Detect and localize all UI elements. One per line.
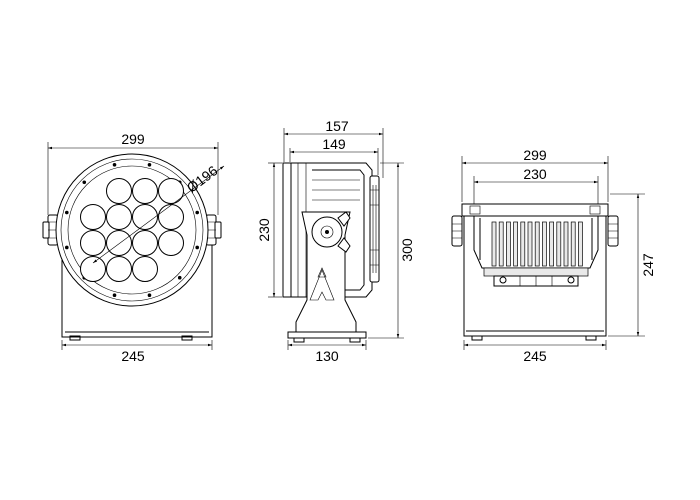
- rear-width-top-label: 299: [523, 147, 547, 163]
- rear-inner-dimension: 230: [473, 166, 599, 204]
- heatsink-fin: [549, 221, 554, 267]
- heatsink-fin: [563, 221, 569, 267]
- side-body-height-label: 230: [256, 218, 272, 242]
- rear-view: 299 230 245 247: [451, 147, 656, 364]
- led-lens: [106, 204, 132, 230]
- bezel-bolt: [195, 245, 199, 250]
- side-base-depth-label: 130: [315, 348, 339, 364]
- led-lens: [80, 256, 106, 282]
- bezel-bolt: [112, 293, 117, 297]
- rear-left-knob: [451, 215, 463, 247]
- bezel-bolt: [195, 210, 199, 215]
- side-body-height-dimension: 230: [256, 162, 282, 298]
- side-view: 157 149 230 300 130: [256, 118, 415, 364]
- led-lens: [132, 204, 158, 230]
- rear-top-plate: [461, 203, 609, 217]
- heatsink-fin: [534, 221, 540, 267]
- rear-heatsink: [473, 215, 599, 287]
- bezel-bolt: [147, 163, 152, 167]
- heatsink-fin: [542, 221, 547, 267]
- heatsink-fin: [513, 221, 518, 267]
- heatsink-fin: [578, 221, 583, 267]
- led-lens: [132, 178, 158, 204]
- led-lens: [80, 230, 106, 256]
- front-head: [55, 153, 209, 307]
- side-depth-outer-label: 157: [325, 118, 349, 134]
- side-total-height-label: 300: [399, 238, 415, 262]
- bezel-bolt: [82, 180, 87, 185]
- side-pivot-knob: [311, 211, 351, 253]
- bezel-bolt: [65, 210, 69, 215]
- led-lens: [132, 256, 158, 282]
- front-bottom-dimension: 245: [61, 340, 213, 364]
- bezel-bolt: [147, 293, 152, 297]
- heatsink-fin: [498, 221, 504, 267]
- heatsink-fin: [527, 221, 533, 267]
- led-lens: [158, 204, 184, 230]
- bezel-bolt: [112, 163, 117, 167]
- heatsink-fin: [491, 221, 497, 267]
- rear-height-dimension: 247: [608, 193, 656, 337]
- rear-width-inner-label: 230: [523, 166, 547, 182]
- led-lens: [106, 178, 132, 204]
- front-view: 299 245 Ø196: [42, 131, 225, 364]
- side-total-height-dimension: 300: [368, 162, 415, 339]
- lens-diameter-label: Ø196: [183, 162, 220, 196]
- led-lens: [80, 204, 106, 230]
- front-width-bottom-label: 245: [121, 348, 145, 364]
- led-lens: [106, 256, 132, 282]
- heatsink-fin: [556, 221, 562, 267]
- side-base-depth-dimension: 130: [287, 340, 367, 364]
- rear-top-dimension: 299: [461, 147, 609, 202]
- side-depth-outer-dimension: 157: [283, 118, 384, 178]
- side-depth-inner-dimension: 149: [289, 136, 379, 175]
- front-width-top-label: 299: [121, 131, 145, 147]
- rear-width-bottom-label: 245: [523, 348, 547, 364]
- bezel-bolt: [65, 245, 69, 250]
- led-lens: [158, 230, 184, 256]
- heatsink-fin: [570, 221, 576, 267]
- rear-height-label: 247: [640, 253, 656, 277]
- rear-right-knob: [607, 215, 619, 247]
- led-lens: [106, 230, 132, 256]
- heatsink-fin: [520, 221, 526, 267]
- side-depth-inner-label: 149: [322, 136, 346, 152]
- heatsink-fin: [506, 221, 511, 267]
- led-lens: [132, 230, 158, 256]
- bezel-bolt: [177, 275, 182, 280]
- side-front-bezel: [369, 175, 380, 283]
- heatsink-fins: [491, 221, 583, 267]
- led-lens: [158, 178, 184, 204]
- rear-bottom-dimension: 245: [463, 340, 607, 364]
